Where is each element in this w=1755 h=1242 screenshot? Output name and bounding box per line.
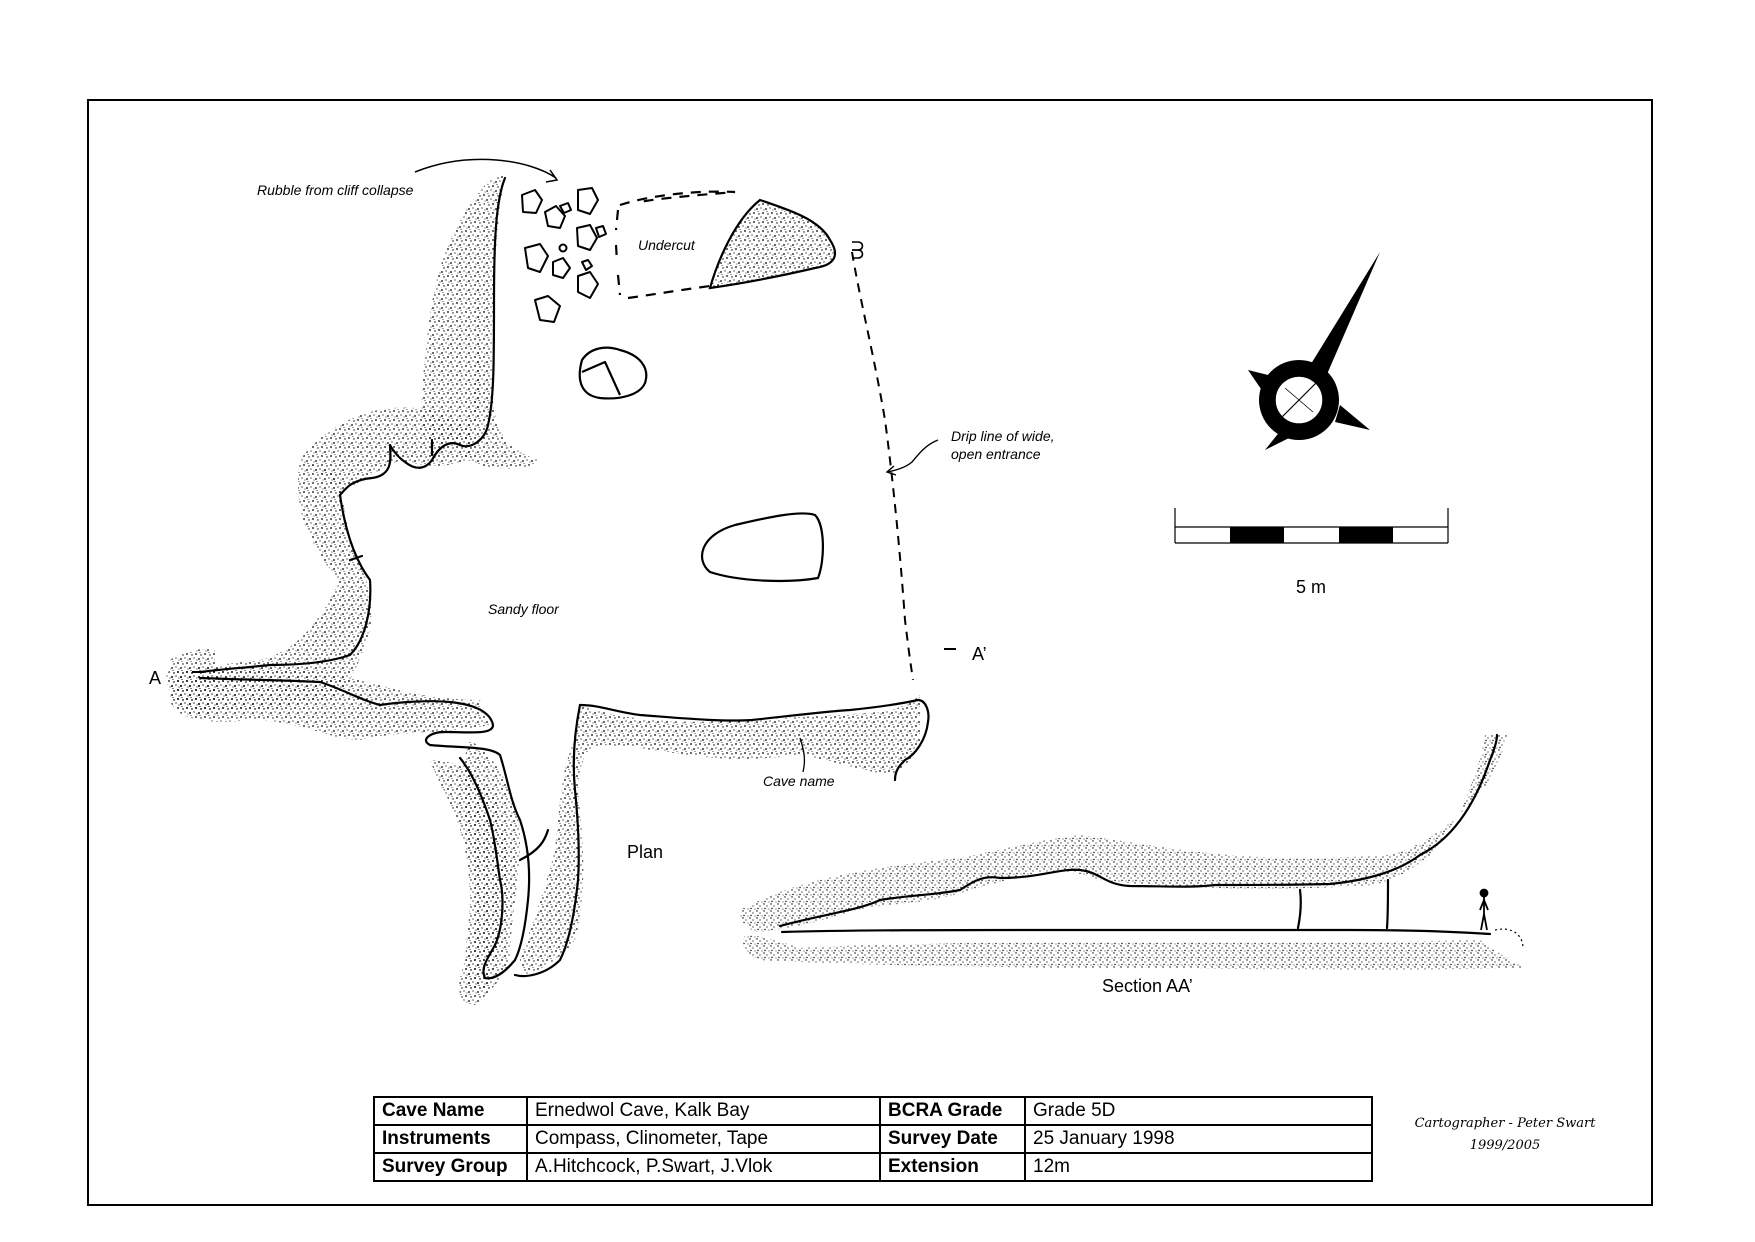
survey-date-value: 25 January 1998	[1024, 1124, 1373, 1154]
instruments-value: Compass, Clinometer, Tape	[526, 1124, 881, 1154]
cave-name-header: Cave Name	[373, 1096, 528, 1126]
sandy-floor-label: Sandy floor	[488, 601, 559, 617]
boulder-top	[708, 198, 837, 290]
person-figure-icon	[1479, 888, 1489, 931]
rubble-arrow	[414, 158, 557, 179]
scale-label: 5 m	[1296, 577, 1327, 597]
drip-line-label-2: open entrance	[951, 446, 1041, 462]
scale-bar	[1174, 508, 1449, 544]
section-rock-stipple-upper	[740, 735, 1507, 932]
rubble-arrowhead	[545, 169, 559, 183]
bcra-grade-header: BCRA Grade	[879, 1096, 1026, 1126]
info-row: Cave Name Ernedwol Cave, Kalk Bay BCRA G…	[373, 1096, 1373, 1126]
north-arrow-icon	[1248, 252, 1380, 450]
drip-line	[851, 251, 914, 681]
extension-value: 12m	[1024, 1152, 1373, 1182]
section-title: Section AA’	[1102, 976, 1193, 996]
section-marker-a: A	[149, 668, 162, 688]
drip-arrowhead	[885, 465, 897, 476]
bcra-grade-value: Grade 5D	[1024, 1096, 1373, 1126]
credit-line-2: 1999/2005	[1469, 1138, 1541, 1153]
section-rock-stipple-lower	[743, 935, 1525, 970]
map-frame	[87, 99, 1653, 1206]
cave-name-leader	[799, 737, 806, 773]
plan-rock-stipple	[166, 175, 920, 1005]
instruments-header: Instruments	[373, 1124, 528, 1154]
credit-line-1: Cartographer - Peter Swart	[1414, 1116, 1596, 1131]
info-row: Survey Group A.Hitchcock, P.Swart, J.Vlo…	[373, 1152, 1373, 1182]
cave-name-label: Cave name	[763, 773, 835, 789]
survey-group-value: A.Hitchcock, P.Swart, J.Vlok	[526, 1152, 881, 1182]
section-walls	[778, 733, 1499, 936]
section-end-dotted	[1494, 928, 1524, 949]
boulder-small	[578, 346, 648, 400]
rubble-label: Rubble from cliff collapse	[257, 182, 414, 198]
extension-header: Extension	[879, 1152, 1026, 1182]
drip-leader	[887, 439, 939, 473]
plan-title: Plan	[627, 842, 664, 862]
survey-date-header: Survey Date	[879, 1124, 1026, 1154]
section-marker-a-prime: A’	[972, 644, 987, 664]
survey-group-header: Survey Group	[373, 1152, 528, 1182]
station-marks	[852, 241, 864, 259]
info-row: Instruments Compass, Clinometer, Tape Su…	[373, 1124, 1373, 1154]
survey-info-table: Cave Name Ernedwol Cave, Kalk Bay BCRA G…	[373, 1096, 1373, 1182]
rubble-blocks	[521, 187, 607, 323]
undercut-label: Undercut	[638, 237, 695, 253]
plan-walls	[198, 176, 930, 980]
drip-line-label-1: Drip line of wide,	[951, 428, 1055, 444]
cartographer-credit: Cartographer - Peter Swart 1999/2005	[1405, 1113, 1605, 1157]
boulder-center	[701, 512, 825, 583]
cave-name-value: Ernedwol Cave, Kalk Bay	[526, 1096, 881, 1126]
undercut-outline	[614, 190, 736, 300]
